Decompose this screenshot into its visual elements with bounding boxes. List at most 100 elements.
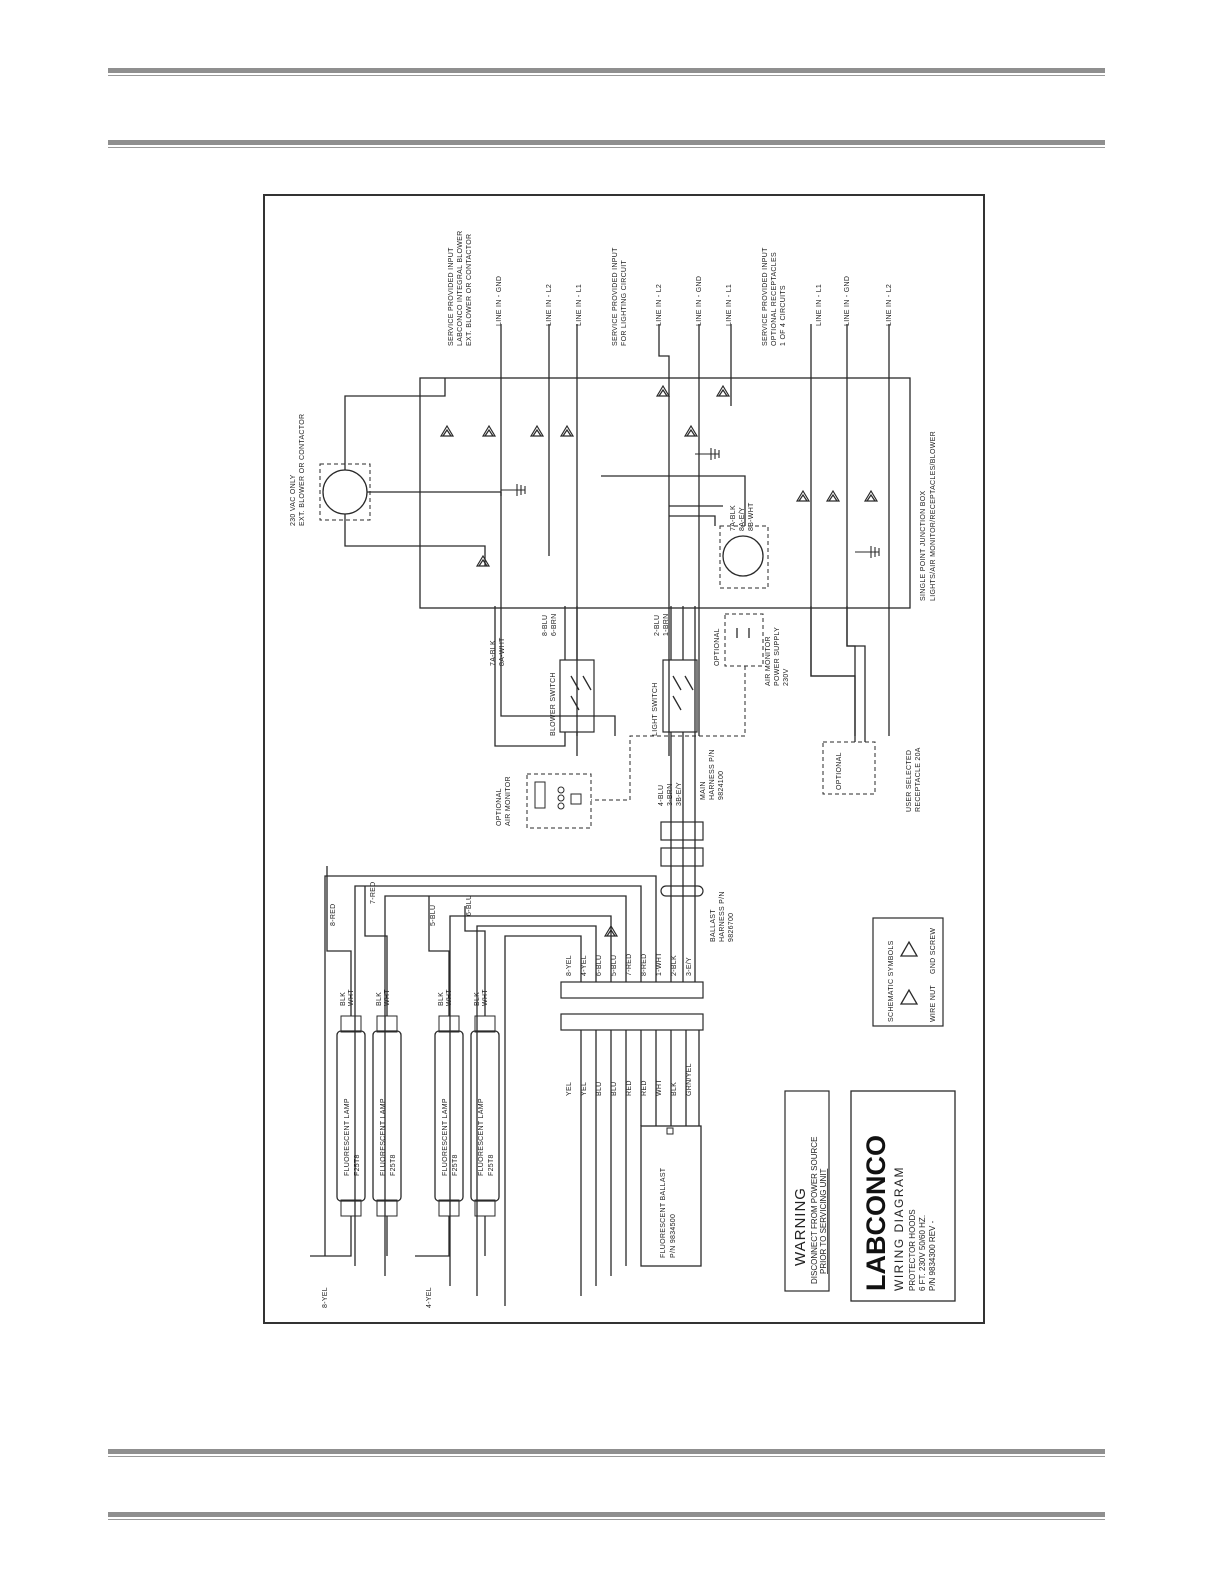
svg-text:2-BLU: 2-BLU bbox=[654, 615, 661, 636]
svg-text:WHT: WHT bbox=[656, 1079, 663, 1096]
svg-text:8-BLU: 8-BLU bbox=[542, 615, 549, 636]
svg-text:F25T8: F25T8 bbox=[390, 1154, 397, 1176]
svg-text:4-YEL: 4-YEL bbox=[581, 955, 588, 976]
svg-text:WIRE NUT: WIRE NUT bbox=[930, 985, 937, 1022]
line-in-label: LINE IN - L2 bbox=[886, 284, 893, 326]
air-monitor-button bbox=[570, 793, 582, 805]
svg-text:HARNESS P/N: HARNESS P/N bbox=[709, 749, 716, 800]
power-supply-optional-label: OPTIONAL bbox=[714, 628, 721, 666]
svg-text:USER SELECTED: USER SELECTED bbox=[906, 750, 913, 812]
svg-text:7A-BLK: 7A-BLK bbox=[490, 640, 497, 666]
blower-switch-wire-labels: 8-BLU 6-BRN bbox=[542, 613, 558, 636]
svg-text:BLK: BLK bbox=[671, 1082, 678, 1096]
svg-text:SERVICE PROVIDED INPUT: SERVICE PROVIDED INPUT bbox=[762, 247, 769, 346]
svg-text:WARNING: WARNING bbox=[792, 1187, 809, 1266]
bottom-rule-2 bbox=[108, 1512, 1105, 1520]
svg-text:BLU: BLU bbox=[611, 1081, 618, 1096]
svg-text:P/N 9834300 REV -: P/N 9834300 REV - bbox=[928, 1220, 937, 1291]
ballast-harness-label: BALLAST HARNESS P/N 9826700 bbox=[710, 891, 735, 942]
line-in-label: LINE IN - L2 bbox=[546, 284, 553, 326]
title-block bbox=[850, 1090, 956, 1302]
svg-text:RED: RED bbox=[641, 1080, 648, 1096]
svg-text:4-YEL: 4-YEL bbox=[426, 1287, 433, 1308]
svg-text:1-BRN: 1-BRN bbox=[663, 613, 670, 636]
svg-text:EXT. BLOWER OR CONTACTOR: EXT. BLOWER OR CONTACTOR bbox=[466, 234, 473, 346]
svg-text:PROTECTOR HOODS: PROTECTOR HOODS bbox=[908, 1209, 917, 1291]
main-harness-wire-labels: 4-BLU 3-BRN 3B-E/Y bbox=[658, 782, 683, 806]
svg-text:4-BLU: 4-BLU bbox=[658, 785, 665, 806]
blower-switch-contacts bbox=[570, 675, 592, 711]
line-in-label: LINE IN - GND bbox=[696, 276, 703, 326]
junction-box-title: SINGLE POINT JUNCTION BOX bbox=[920, 491, 927, 601]
svg-text:F25T8: F25T8 bbox=[452, 1154, 459, 1176]
light-switch-wires bbox=[670, 606, 696, 816]
svg-text:1-WHT: 1-WHT bbox=[656, 952, 663, 976]
svg-text:P/N 9834500: P/N 9834500 bbox=[670, 1214, 677, 1258]
warning-text: WARNING DISCONNECT FROM POWER SOURCE PRI… bbox=[792, 1137, 828, 1284]
connector-block bbox=[660, 821, 704, 841]
svg-text:FLUORESCENT BALLAST: FLUORESCENT BALLAST bbox=[660, 1167, 667, 1258]
power-supply-label: AIR MONITOR POWER SUPPLY 230V bbox=[765, 627, 790, 686]
svg-text:BLK: BLK bbox=[438, 992, 445, 1006]
junction-box bbox=[419, 377, 911, 609]
svg-text:9824100: 9824100 bbox=[718, 771, 725, 800]
harness-sleeve bbox=[660, 885, 704, 897]
receptacle-box bbox=[719, 525, 769, 589]
ballast-label: FLUORESCENT BALLAST P/N 9834500 bbox=[660, 1167, 677, 1258]
fluorescent-ballast bbox=[640, 1125, 702, 1267]
air-monitor-dashed-wire bbox=[591, 666, 746, 801]
svg-text:8A-WHT: 8A-WHT bbox=[499, 637, 506, 666]
svg-text:YEL: YEL bbox=[581, 1082, 588, 1096]
svg-text:3-BRN: 3-BRN bbox=[667, 783, 674, 806]
svg-text:AIR MONITOR: AIR MONITOR bbox=[765, 636, 772, 686]
receptacle-wires bbox=[601, 475, 746, 526]
svg-text:BLK: BLK bbox=[376, 992, 383, 1006]
svg-text:FLUORESCENT LAMP: FLUORESCENT LAMP bbox=[478, 1098, 485, 1176]
svg-text:RECEPTACLE 20A: RECEPTACLE 20A bbox=[915, 747, 922, 812]
svg-text:5-BLU: 5-BLU bbox=[611, 955, 618, 976]
svg-text:8-RED: 8-RED bbox=[330, 903, 337, 926]
svg-text:LABCONCO INTEGRAL BLOWER: LABCONCO INTEGRAL BLOWER bbox=[457, 231, 464, 346]
blower-label: 230 VAC ONLY EXT. BLOWER OR CONTACTOR bbox=[290, 414, 306, 526]
brand-logo: LABCONCO bbox=[861, 1135, 891, 1291]
svg-text:7-RED: 7-RED bbox=[626, 953, 633, 976]
ballast-ground-tab bbox=[666, 1127, 674, 1135]
svg-text:3-E/Y: 3-E/Y bbox=[686, 957, 693, 976]
svg-text:POWER SUPPLY: POWER SUPPLY bbox=[774, 627, 781, 686]
svg-text:RED: RED bbox=[626, 1080, 633, 1096]
svg-text:BLK: BLK bbox=[340, 992, 347, 1006]
bottom-rule-1 bbox=[108, 1449, 1105, 1457]
svg-text:HARNESS P/N: HARNESS P/N bbox=[719, 891, 726, 942]
svg-text:7A-BLK: 7A-BLK bbox=[730, 505, 737, 531]
lamp-harness-wires bbox=[324, 875, 696, 1306]
ground-screw-icons bbox=[501, 448, 880, 558]
light-switch-wire-labels: 2-BLU 1-BRN bbox=[654, 613, 670, 636]
blower-box bbox=[319, 463, 371, 521]
terminal-wire-labels: 8-YEL 4-YEL 6-BLU 5-BLU 7-RED 8-RED 1-WH… bbox=[566, 952, 693, 976]
svg-text:MAIN: MAIN bbox=[700, 781, 707, 800]
schematic-symbols-legend bbox=[872, 917, 944, 1027]
svg-text:SERVICE PROVIDED INPUT: SERVICE PROVIDED INPUT bbox=[448, 247, 455, 346]
svg-text:1 OF 4 CIRCUITS: 1 OF 4 CIRCUITS bbox=[780, 285, 787, 346]
main-harness-wires bbox=[670, 816, 696, 938]
service-input-receptacles-heading: SERVICE PROVIDED INPUT OPTIONAL RECEPTAC… bbox=[762, 247, 787, 346]
air-monitor-display bbox=[534, 781, 546, 809]
svg-text:8B-WHT: 8B-WHT bbox=[748, 502, 755, 531]
svg-text:BLK: BLK bbox=[474, 992, 481, 1006]
svg-text:DISCONNECT FROM POWER SOURCE: DISCONNECT FROM POWER SOURCE bbox=[810, 1137, 819, 1284]
light-switch[interactable] bbox=[662, 659, 698, 733]
terminal-strip bbox=[560, 981, 704, 999]
air-monitor-label: OPTIONAL AIR MONITOR bbox=[496, 776, 512, 826]
svg-text:6 FT. 230V 50/60 HZ.: 6 FT. 230V 50/60 HZ. bbox=[918, 1215, 927, 1291]
svg-text:FOR LIGHTING CIRCUIT: FOR LIGHTING CIRCUIT bbox=[621, 259, 628, 346]
top-rule-1 bbox=[108, 68, 1105, 76]
svg-text:9826700: 9826700 bbox=[728, 913, 735, 942]
svg-text:OPTIONAL: OPTIONAL bbox=[496, 788, 503, 826]
svg-text:7-RED: 7-RED bbox=[370, 881, 377, 904]
warning-box bbox=[784, 1090, 830, 1292]
svg-text:6-BLU: 6-BLU bbox=[596, 955, 603, 976]
